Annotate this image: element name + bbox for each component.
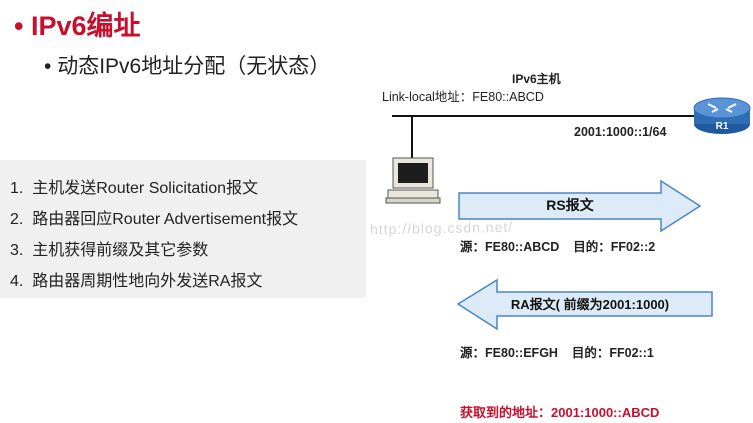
rs-src-label: 源： <box>460 240 486 254</box>
host-label: IPv6主机 <box>512 72 561 86</box>
step-item: 2. 路由器回应Router Advertisement报文 <box>10 205 298 229</box>
ra-src: FE80::EFGH <box>485 346 558 360</box>
step-text: 主机发送Router Solicitation报文 <box>32 180 259 197</box>
rs-dst-label: 目的： <box>573 240 611 254</box>
step-item: 4. 路由器周期性地向外发送RA报文 <box>10 267 262 291</box>
ra-addresses: 源：FE80::EFGH 目的：FF02::1 <box>460 342 654 361</box>
router-icon: R1 <box>693 97 751 134</box>
router-address: 2001:1000::1/64 <box>574 125 667 139</box>
rs-arrow-label: RS报文 <box>546 197 594 213</box>
step-text: 路由器周期性地向外发送RA报文 <box>32 273 263 290</box>
step-item: 3. 主机获得前缀及其它参数 <box>10 236 208 260</box>
link-local-address: Link-local地址：FE80::ABCD <box>382 90 544 104</box>
step-text: 路由器回应Router Advertisement报文 <box>32 211 299 228</box>
acquired-address: 获取到的地址：2001:1000::ABCD <box>460 405 660 420</box>
step-text: 主机获得前缀及其它参数 <box>32 242 209 259</box>
steps-panel: 1. 主机发送Router Solicitation报文 2. 路由器回应Rou… <box>0 160 366 298</box>
rs-arrow: RS报文 <box>458 179 702 233</box>
ra-dst-label: 目的： <box>571 346 610 360</box>
computer-icon <box>385 157 441 204</box>
subtitle-text: 动态IPv6地址分配（无状态） <box>57 55 331 78</box>
subtitle: • 动态IPv6地址分配（无状态） <box>44 50 330 80</box>
router-label: R1 <box>716 121 729 132</box>
rs-src: FE80::ABCD <box>485 240 560 254</box>
step-number: 4. <box>10 273 24 290</box>
rs-addresses: 源：FE80::ABCD 目的：FF02::2 <box>460 236 655 255</box>
title-text: IPv6编址 <box>30 11 141 41</box>
rs-dst: FF02::2 <box>610 240 656 254</box>
subtitle-bullet: • <box>44 55 52 78</box>
ra-dst: FF02::1 <box>609 346 654 360</box>
step-number: 1. <box>10 180 24 197</box>
title-bullet: • <box>14 11 24 41</box>
ra-arrow-label: RA报文( 前缀为2001:1000) <box>511 297 669 312</box>
ra-arrow: RA报文( 前缀为2001:1000) <box>456 278 713 331</box>
step-number: 3. <box>10 242 24 259</box>
page-title: • IPv6编址 <box>14 4 141 43</box>
step-number: 2. <box>10 211 24 228</box>
ra-src-label: 源： <box>460 346 486 360</box>
step-item: 1. 主机发送Router Solicitation报文 <box>10 174 258 198</box>
